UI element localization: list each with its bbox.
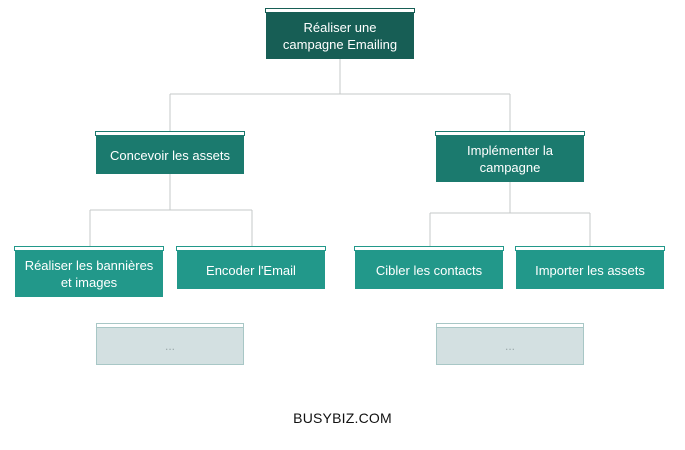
node-leaf-right-1[interactable]: Cibler les contacts — [354, 246, 504, 289]
node-root[interactable]: Réaliser une campagne Emailing — [265, 8, 415, 59]
node-more-right-label: ... — [504, 338, 515, 353]
node-branch-left-label: Concevoir les assets — [110, 147, 230, 163]
node-leaf-left-1-label: Réaliser les bannières et images — [24, 258, 154, 290]
connector-root-to-branches — [169, 59, 511, 131]
node-branch-right-label: Implémenter la campagne — [467, 143, 553, 175]
connector-right-to-leaves — [429, 182, 591, 246]
node-leaf-left-2-label: Encoder l'Email — [206, 262, 296, 278]
node-more-right[interactable]: ... — [436, 323, 584, 365]
node-branch-right[interactable]: Implémenter la campagne — [435, 131, 585, 182]
node-leaf-right-2-label: Importer les assets — [535, 262, 645, 278]
node-root-label: Réaliser une campagne Emailing — [282, 20, 398, 52]
node-leaf-left-2[interactable]: Encoder l'Email — [176, 246, 326, 289]
node-leaf-right-2[interactable]: Importer les assets — [515, 246, 665, 289]
node-more-left[interactable]: ... — [96, 323, 244, 365]
node-more-left-label: ... — [164, 338, 175, 353]
node-leaf-left-1[interactable]: Réaliser les bannières et images — [14, 246, 164, 297]
node-leaf-right-1-label: Cibler les contacts — [375, 262, 483, 278]
node-branch-left[interactable]: Concevoir les assets — [95, 131, 245, 174]
footer-brand: BUSYBIZ.COM — [293, 410, 392, 426]
connector-left-to-leaves — [89, 174, 253, 246]
